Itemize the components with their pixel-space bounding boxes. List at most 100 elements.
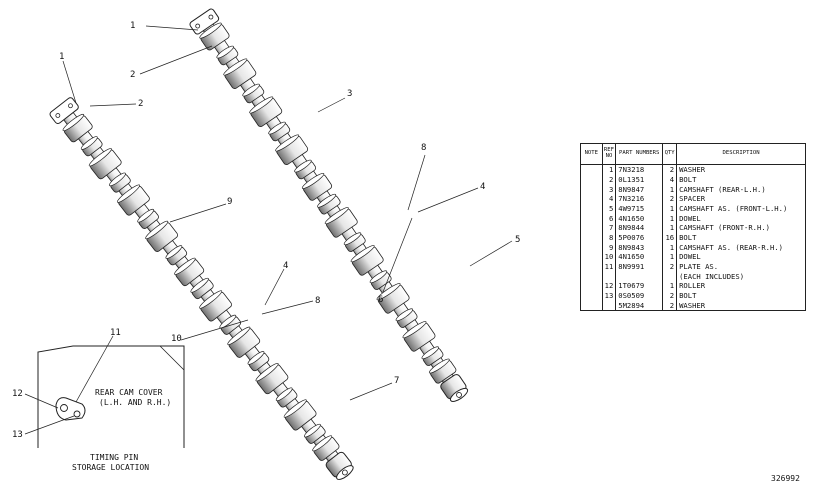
parts-description-cell: BOLT xyxy=(676,174,806,185)
parts-ref-cell: 4 xyxy=(601,194,617,204)
callout-label: 5 xyxy=(515,235,520,245)
parts-ref-cell: 9 xyxy=(601,242,617,253)
lobe-face xyxy=(369,270,388,284)
callout-label: 4 xyxy=(480,182,485,192)
callout-label: 12 xyxy=(12,389,23,399)
lobe-face xyxy=(301,172,325,189)
callout-label: 7 xyxy=(394,376,399,386)
parts-description-cell: CAMSHAFT (REAR-L.H.) xyxy=(676,184,806,195)
parts-ref-cell: 1 xyxy=(601,164,617,175)
callout-label: 13 xyxy=(12,430,23,440)
parts-description-cell: CAMSHAFT AS. (FRONT-L.H.) xyxy=(676,203,806,214)
parts-ref-cell xyxy=(601,300,617,312)
lobe-face xyxy=(268,121,286,135)
parts-description-cell: BOLT xyxy=(676,290,806,301)
parts-qty-cell: 1 xyxy=(662,252,678,262)
inset-title: REAR CAM COVER xyxy=(95,388,163,397)
callout-label: 10 xyxy=(171,334,182,344)
callout-label: 1 xyxy=(59,52,64,62)
parts-note-cell xyxy=(580,174,603,185)
parts-number-cell: 8N9843 xyxy=(615,242,664,253)
parts-list-table: NOTE REF NO PART NUMBERS QTY DESCRIPTION… xyxy=(580,143,806,312)
parts-qty-cell: 2 xyxy=(662,194,678,204)
parts-number-cell: 0S0509 xyxy=(615,290,664,301)
parts-number-cell: 7N3216 xyxy=(615,194,664,204)
lobe-face xyxy=(109,172,126,187)
parts-qty-cell: 2 xyxy=(662,290,678,301)
callout-label: 8 xyxy=(315,296,320,306)
lobe-face xyxy=(303,423,321,438)
lobe-face xyxy=(145,220,169,240)
lobe-face xyxy=(249,96,274,114)
callout-label: 9 xyxy=(227,197,232,207)
parts-number-cell: 8N9844 xyxy=(615,223,664,233)
parts-qty-cell: 2 xyxy=(662,164,678,175)
parts-note-cell xyxy=(580,300,603,312)
parts-note-cell xyxy=(580,203,603,214)
parts-note-cell xyxy=(580,184,603,195)
parts-ref-cell: 7 xyxy=(601,223,617,233)
drawing-number: 326992 xyxy=(771,474,800,483)
parts-number-cell: 5M2894 xyxy=(615,300,664,312)
lobe-face xyxy=(247,351,265,365)
lobe-face xyxy=(199,22,222,39)
header-qty: QTY xyxy=(662,143,678,165)
inset-text-box: REAR CAM COVER (L.H. AND R.H.) xyxy=(95,388,171,407)
parts-note-cell xyxy=(580,223,603,233)
parts-note-cell xyxy=(580,290,603,301)
lobe-face xyxy=(199,290,223,309)
parts-ref-cell: 3 xyxy=(601,184,617,195)
parts-ref-cell xyxy=(601,271,617,282)
lobe-face xyxy=(343,232,362,246)
lobe-face xyxy=(350,245,375,263)
lobe-face xyxy=(312,435,333,452)
table-row: (EACH INCLUDES) xyxy=(580,271,806,282)
callouts-lower: 1 2 9 4 8 10 7 xyxy=(59,52,399,386)
inset-caption-line1: TIMING PIN xyxy=(90,453,138,462)
parts-description-cell: SPACER xyxy=(676,194,806,204)
parts-number-cell xyxy=(615,271,664,282)
lobe-face xyxy=(216,45,234,59)
parts-description-cell: BOLT xyxy=(676,232,806,243)
lobe-face xyxy=(421,346,440,360)
inset-caption-line2: STORAGE LOCATION xyxy=(72,463,149,472)
parts-note-cell xyxy=(580,194,603,204)
callout-label: 11 xyxy=(110,328,121,338)
parts-note-cell xyxy=(580,213,603,224)
lobe-face xyxy=(317,193,337,208)
lobe-face xyxy=(88,148,112,167)
parts-ref-cell: 13 xyxy=(601,290,617,301)
parts-number-cell: 5P0076 xyxy=(615,232,664,243)
parts-note-cell xyxy=(580,242,603,253)
parts-ref-cell: 10 xyxy=(601,252,617,262)
parts-ref-cell: 6 xyxy=(601,213,617,224)
leader-lines-lower xyxy=(62,60,393,401)
parts-qty-cell: 1 xyxy=(662,223,678,233)
parts-description-cell: DOWEL xyxy=(676,213,806,224)
lobe-face xyxy=(294,159,312,173)
parts-note-cell xyxy=(580,232,603,243)
leader-lines-upper xyxy=(139,25,513,293)
parts-description-cell: CAMSHAFT AS. (REAR-R.H.) xyxy=(676,242,806,253)
lobe-face xyxy=(376,283,401,301)
lobe-face xyxy=(255,363,279,382)
callouts-upper: 1 2 3 8 4 5 6 xyxy=(130,21,520,305)
parts-ref-cell: 5 xyxy=(601,203,617,214)
parts-qty-cell: 1 xyxy=(662,213,678,224)
header-description: DESCRIPTION xyxy=(676,143,806,165)
parts-note-cell xyxy=(580,261,603,272)
parts-qty-cell: 4 xyxy=(662,174,678,185)
lobe-face xyxy=(324,207,349,225)
parts-qty-cell: 1 xyxy=(662,281,678,291)
parts-description-cell: DOWEL xyxy=(676,252,806,262)
lobe-face xyxy=(137,208,155,223)
callout-label: 4 xyxy=(283,261,288,271)
